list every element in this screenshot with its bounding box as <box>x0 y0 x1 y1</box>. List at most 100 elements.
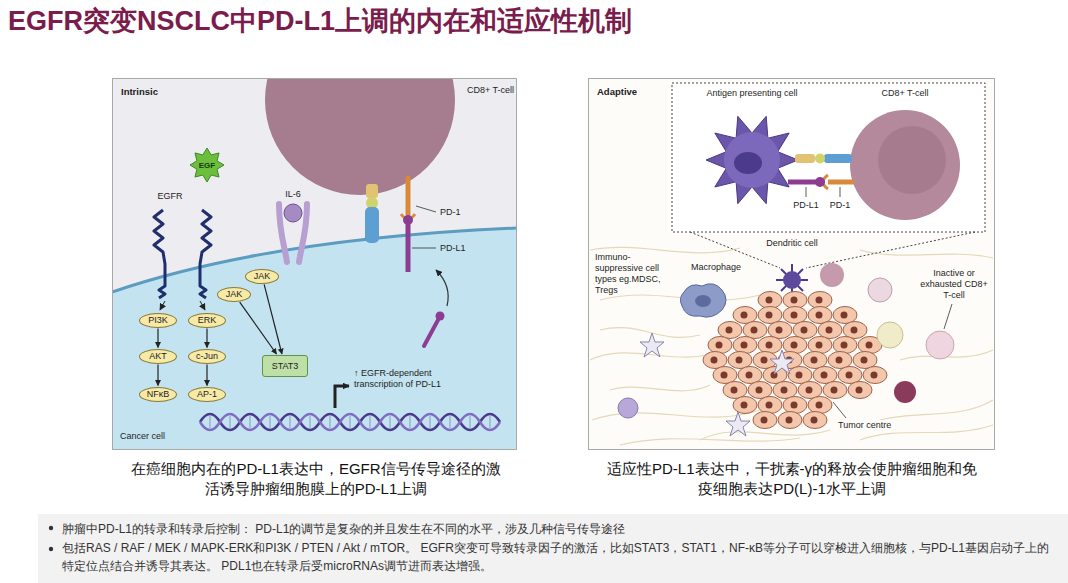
dna-helix <box>200 414 500 430</box>
tumor-cell-cluster <box>813 367 837 384</box>
dna-helix <box>210 416 490 428</box>
tumor-cell-cluster <box>718 322 742 339</box>
antigen-presenting-cell <box>706 116 798 203</box>
label-slot: 包括RAS / RAF / MEK / MAPK-ERK和PI3K / PTEN… <box>62 539 1058 575</box>
label-slot: Immuno-suppressive cell types eg.MDSC, T… <box>595 252 663 296</box>
label-slot: PD-1 <box>826 200 854 211</box>
tumor-cell-cluster <box>773 382 797 399</box>
node-text: JAK <box>254 271 271 282</box>
exhausted-t-cell <box>894 381 916 403</box>
exhausted-t-cell <box>868 278 892 302</box>
tumor-cell-cluster <box>713 367 737 384</box>
tumor-cell-cluster <box>838 367 862 384</box>
tumor-cell-cluster <box>848 382 872 399</box>
tumor-cell-cluster <box>703 352 727 369</box>
bullet-note: 肿瘤中PD-L1的转录和转录后控制： PD-L1的调节是复杂的并且发生在不同的水… <box>62 522 625 536</box>
protein-label: EGFR <box>157 191 182 201</box>
star-shape <box>190 148 224 182</box>
bullet-note: 包括RAS / RAF / MEK / MAPK-ERK和PI3K / PTEN… <box>62 541 1049 573</box>
node-text: c-Jun <box>196 351 218 362</box>
tissue-fiber <box>620 438 800 445</box>
tumor-cell-cluster <box>778 412 802 429</box>
label-slot: ↑ EGFR-dependent transcription of PD-L1 <box>354 368 466 390</box>
cell-label: Antigen presenting cell <box>706 88 797 98</box>
receptor-pair <box>366 184 378 198</box>
label-slot: PD-L1 <box>790 200 822 211</box>
suppressive-cell <box>618 333 794 436</box>
cell-label: CD8+ T-cell <box>881 88 928 98</box>
signal-connector <box>206 329 207 348</box>
tumor-cell-cluster <box>728 352 752 369</box>
il6-receptor <box>284 204 302 222</box>
kinase-oval: JAK <box>245 269 279 284</box>
leader-line <box>806 187 840 197</box>
right-panel-art <box>588 78 995 450</box>
label-slot: PD-L1 <box>440 243 474 254</box>
pathway-oval: NFκB <box>139 387 177 402</box>
panel-caption: 适应性PD-L1表达中，干扰素-γ的释放会使肿瘤细胞和免疫细胞表达PD(L)-1… <box>607 460 977 497</box>
egfr-receptor <box>154 210 165 298</box>
bullet-dot <box>49 526 53 530</box>
signal-arrow <box>160 301 165 310</box>
dendritic-cell <box>783 271 801 289</box>
tumor-cell-cluster <box>733 307 757 324</box>
il6-receptor <box>279 204 307 262</box>
label-slot: PD-1 <box>440 207 470 218</box>
slide-title: EGFR突变NSCLC中PD-L1上调的内在和适应性机制 <box>8 4 1058 38</box>
tissue-fiber <box>592 410 760 420</box>
tissue-fiber <box>590 247 993 445</box>
tumor-cell-cluster <box>828 352 852 369</box>
receptor-pair <box>824 154 852 163</box>
tumor-cell-cluster <box>808 292 832 309</box>
label-slot: 肿瘤中PD-L1的转录和转录后控制： PD-L1的调节是复杂的并且发生在不同的水… <box>62 520 1058 538</box>
node-text: PI3K <box>148 315 168 326</box>
tumor-cell-cluster <box>808 397 832 414</box>
tumor-cell-cluster <box>748 382 772 399</box>
tumor-cell-cluster <box>788 367 812 384</box>
tumor-cell-cluster <box>793 322 817 339</box>
receptor-pair <box>365 178 415 272</box>
node-text: JAK <box>226 289 243 300</box>
receptor-pair <box>406 178 411 214</box>
suppressive-cell <box>770 350 794 374</box>
antigen-presenting-cell <box>706 116 798 203</box>
tumor-cell-cluster <box>823 382 847 399</box>
label-slot: IL-6 <box>278 189 308 200</box>
pd-l1-protein <box>436 270 448 306</box>
label-slot: EGFR <box>148 191 192 202</box>
label-slot: Antigen presenting cell <box>682 88 822 99</box>
pathway-oval: ERK <box>188 313 226 328</box>
leader-line <box>412 206 436 248</box>
transcription-arrow <box>335 386 349 408</box>
receptor-pair <box>815 154 825 164</box>
cell-membrane <box>112 228 517 292</box>
signal-connector <box>206 365 207 386</box>
suppressive-cell <box>640 333 664 357</box>
protein-label: PD-1 <box>440 207 461 217</box>
leader-line <box>833 304 952 418</box>
t-cell <box>850 110 960 220</box>
cell-label: Dendritic cell <box>766 238 818 248</box>
tumor-cell-cluster <box>758 292 782 309</box>
antigen-presenting-cell <box>724 132 780 188</box>
label-slot: Macrophage <box>684 262 748 273</box>
receptor-pair <box>403 215 413 225</box>
tissue-fiber <box>880 400 993 420</box>
dna-helix <box>200 414 500 430</box>
pathway-oval: AP-1 <box>188 387 226 402</box>
signal-arrow <box>160 301 205 310</box>
suppressive-cell <box>618 398 638 418</box>
pathway-oval: AKT <box>139 349 177 364</box>
protein-label: PD-L1 <box>793 200 819 210</box>
t-cell-body <box>265 78 455 195</box>
label-slot: Tumor centre <box>838 420 908 431</box>
tumor-cell-cluster <box>723 382 747 399</box>
tumor-cell-cluster <box>783 307 807 324</box>
tumor-cell-cluster <box>853 352 877 369</box>
tumor-cell-cluster <box>738 367 762 384</box>
tumor-cell-cluster <box>808 307 832 324</box>
suppressive-cell <box>726 412 750 436</box>
t-cell <box>850 110 960 220</box>
tumor-cell-cluster <box>863 367 887 384</box>
tumor-cell-cluster <box>833 307 857 324</box>
